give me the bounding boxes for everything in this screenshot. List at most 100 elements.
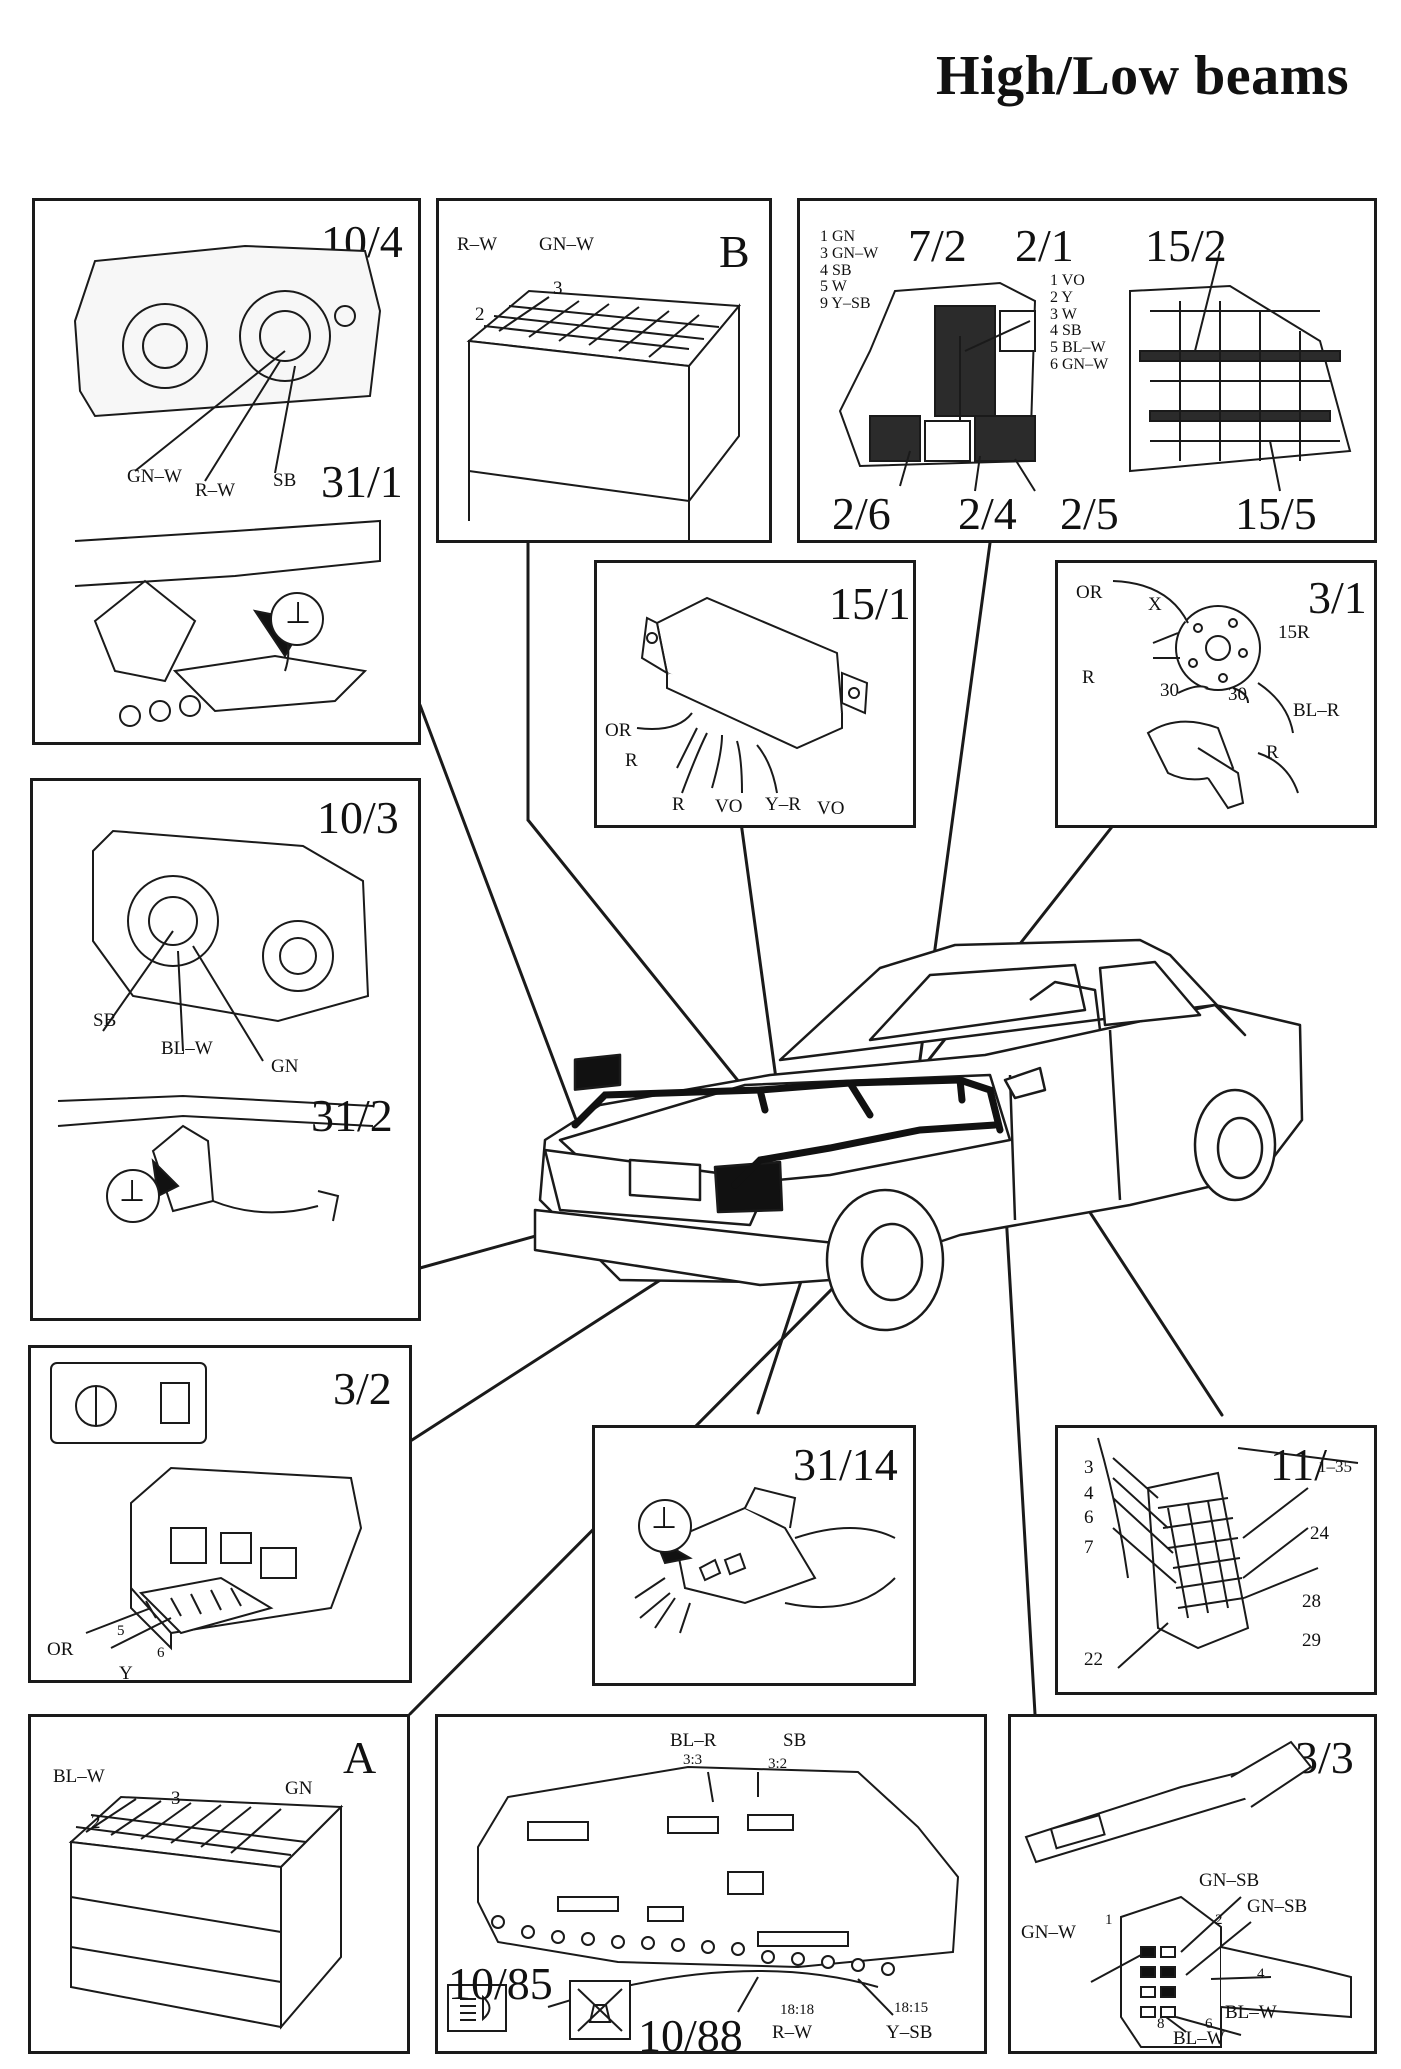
wire-label: OR <box>47 1639 74 1660</box>
panel-b: B R–W GN–W 2 3 <box>436 198 772 543</box>
wire-label: GN <box>271 1056 299 1077</box>
wire-label: BL–W <box>1225 2002 1277 2023</box>
panel-10-4: 10/4 GN–W R–W SB 31/1 ⊥ <box>32 198 421 745</box>
component-label: 3/3 <box>1295 1732 1354 1783</box>
wire-label: 30 <box>1160 680 1179 701</box>
wire-label: GN–W <box>127 466 182 487</box>
wire-label: SB <box>273 470 297 491</box>
wire-label: BL–W <box>161 1038 213 1059</box>
relay-box-drawing <box>838 250 1352 492</box>
wire-label: R <box>1082 667 1095 688</box>
connector-a-drawing <box>68 1795 344 2030</box>
ignition-switch-drawing <box>1112 580 1299 810</box>
panel-3-2: 3/2 OR 5 Y 6 <box>28 1345 412 1683</box>
light-switch-drawing <box>50 1362 363 1651</box>
wire-label: R <box>1266 742 1279 763</box>
ground-symbol: ⊥ <box>119 1175 146 1208</box>
wire-label: BL–W <box>53 1766 105 1787</box>
pin-label: 18:15 <box>894 2000 929 2016</box>
component-label: 3/2 <box>333 1363 392 1414</box>
instrument-cluster-drawing <box>447 1765 960 2040</box>
pin-label: 4 <box>1084 1483 1094 1504</box>
fuse-panel-drawing <box>1097 1437 1359 1669</box>
wire-label: BL–W <box>1173 2028 1225 2049</box>
control-module-drawing <box>636 596 869 794</box>
headlamp-left <box>573 1053 622 1091</box>
pin-label: 2 <box>1215 1912 1223 1928</box>
panel-instrument-cluster: 10/85 10/88 BL–R SB R–W Y–SB 3:3 3:2 18:… <box>435 1714 987 2059</box>
pin-label: 22 <box>1084 1649 1103 1670</box>
component-label: 10/88 <box>638 2010 743 2061</box>
wire-label: GN–SB <box>1199 1870 1260 1891</box>
component-label: 15/2 <box>1145 220 1227 271</box>
component-label: 11/ <box>1270 1439 1328 1490</box>
component-label: 2/5 <box>1060 488 1119 539</box>
pin-label: 1 <box>1105 1912 1113 1928</box>
pin-label: 8 <box>1157 2016 1165 2032</box>
wire-label: VO <box>817 798 845 819</box>
wire-label: 30 <box>1228 684 1247 705</box>
connector-b-drawing <box>466 289 742 541</box>
pin-label: 3 <box>553 278 563 299</box>
component-label: 31/14 <box>793 1439 898 1490</box>
component-label: 10/85 <box>448 1958 553 2009</box>
component-label: A <box>343 1732 377 1783</box>
wire-label: Y–SB <box>886 2022 933 2043</box>
component-label: 15/5 <box>1235 488 1317 539</box>
wire-label: SB <box>783 1730 807 1751</box>
panel-relay-box: 1 GN 3 GN–W 4 SB 5 W 9 Y–SB 1 VO 2 Y 3 W… <box>797 198 1377 543</box>
wire-label: R–W <box>772 2022 813 2043</box>
pin-label: 3 <box>1084 1457 1094 1478</box>
leader-15-1 <box>738 813 782 1110</box>
panel-10-3: 10/3 SB BL–W GN 31/2 ⊥ <box>30 778 421 1321</box>
wire-label: OR <box>605 720 632 741</box>
wire-label: GN <box>285 1778 313 1799</box>
component-label: 2/1 <box>1015 220 1074 271</box>
component-label: 2/6 <box>832 488 891 539</box>
wire-label: 15R <box>1278 622 1310 643</box>
wire-label: BL–R <box>670 1730 717 1751</box>
wire-label: R–W <box>195 480 236 501</box>
headlamp-rear-drawing <box>73 244 382 727</box>
wire-label: Y–R <box>765 794 801 815</box>
car-illustration <box>533 938 1304 1332</box>
wiring-harness <box>571 1076 1004 1189</box>
wire-label: GN–W <box>1021 1922 1076 1943</box>
wire-label: BL–R <box>1293 700 1340 721</box>
component-label: 3/1 <box>1308 572 1367 623</box>
panel-15-1: 15/1 OR R R VO Y–R VO <box>594 560 916 828</box>
ground-symbol: ⊥ <box>285 597 312 630</box>
pin-label: 3:3 <box>683 1752 703 1768</box>
wire-label: GN–W <box>539 234 594 255</box>
pin-label: 28 <box>1302 1591 1321 1612</box>
pin-label: 24 <box>1310 1523 1329 1544</box>
pin-label: 6 <box>157 1645 165 1661</box>
ground-symbol: ⊥ <box>651 1502 678 1535</box>
pin-label: 2 <box>475 304 485 325</box>
wire-label: R–W <box>457 234 498 255</box>
pin-label: 18:18 <box>780 2002 815 2018</box>
pin-label: 7 <box>1084 1537 1094 1558</box>
wire-label: VO <box>715 796 743 817</box>
wire-label: R <box>625 750 638 771</box>
panel-3-1: 3/1 OR X 15R R 30 30 BL–R R <box>1055 560 1377 828</box>
panel-31-14: 31/14 ⊥ <box>592 1425 916 1686</box>
wire-label: GN–SB <box>1247 1896 1308 1917</box>
page-title: High/Low beams <box>936 45 1350 107</box>
pin-label: 4 <box>1257 1966 1265 1982</box>
panel-a: A BL–W GN 2 3 <box>28 1714 410 2054</box>
panel-11: 11/ 1–35 3 4 6 7 22 24 28 29 <box>1055 1425 1377 1695</box>
wire-list-right: 1 VO 2 Y 3 W 4 SB 5 BL–W 6 GN–W <box>1050 272 1109 373</box>
pin-label: 5 <box>117 1623 125 1639</box>
wire-label: Y <box>119 1663 133 1684</box>
pin-label: 2 <box>91 1812 101 1833</box>
wire-label: R <box>672 794 685 815</box>
indicator-high-beam-icon <box>447 1984 507 2032</box>
component-label: 2/4 <box>958 488 1017 539</box>
ground-point-drawing <box>634 1486 896 1634</box>
component-label: 31/1 <box>321 456 403 507</box>
component-label: B <box>719 226 750 277</box>
panel-3-3: 3/3 GN–SB GN–SB GN–W BL–W BL–W 2 1 4 8 6 <box>1008 1714 1377 2054</box>
component-sublabel: 1–35 <box>1318 1457 1352 1476</box>
